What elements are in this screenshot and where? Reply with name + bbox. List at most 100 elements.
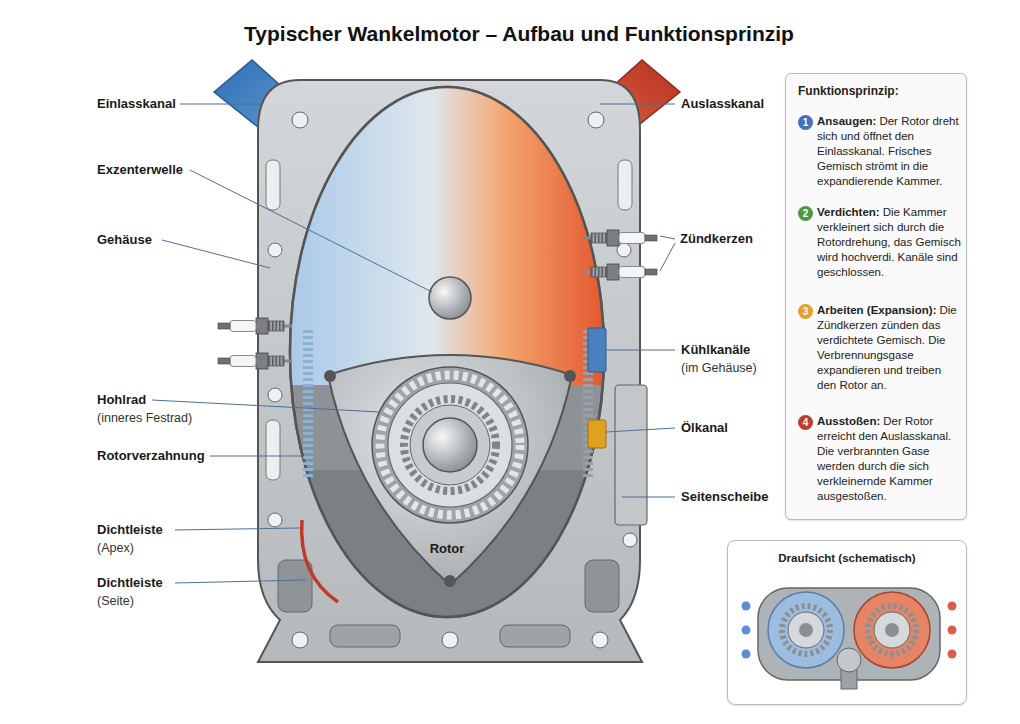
- part-label: Kühlkanäle: [681, 342, 750, 358]
- spark-plug: [583, 264, 657, 280]
- step-number-text: 4: [803, 417, 809, 428]
- text-group: Arbeiten (Expansion):Die Zündkerzen zünd…: [817, 303, 961, 393]
- part-label: Dichtleiste: [97, 522, 163, 538]
- part-label: Zündkerzen: [680, 231, 753, 247]
- top-view-port-dot: [742, 650, 751, 659]
- part-label: Exzenterwelle: [97, 162, 183, 178]
- housing: [330, 625, 400, 647]
- leader-line: [190, 170, 432, 292]
- part-label: Einlasskanal: [97, 96, 176, 112]
- top-view-shaft: [837, 648, 861, 689]
- top-view-intake-rotor: [768, 592, 844, 668]
- text-group: Verdichten:Die Kammer verkleinert sich d…: [817, 205, 961, 280]
- housing: [500, 625, 570, 647]
- gear-set: [388, 383, 512, 507]
- top-view-exhaust-rotor: [854, 592, 930, 668]
- text-group: 3: [798, 304, 813, 319]
- housing: [258, 80, 647, 662]
- housing: [268, 513, 282, 527]
- step-text: Die Zündkerzen zünden das verdichtete Ge…: [817, 304, 957, 391]
- part-note: (im Gehäuse): [681, 360, 757, 376]
- apex-seal: [324, 370, 336, 382]
- housing: [615, 385, 647, 525]
- leader-line: [660, 236, 675, 239]
- oil-channel: [588, 420, 606, 448]
- top-view-port-dot: [948, 650, 957, 659]
- spark-plug: [218, 318, 292, 334]
- step-number: 1: [798, 115, 813, 130]
- part-note: (Seite): [97, 593, 134, 609]
- diagram-title: Typischer Wankelmotor – Aufbau und Funkt…: [18, 22, 1020, 46]
- rotor: [328, 355, 572, 585]
- top-view-intake-rotor: [768, 592, 844, 668]
- step-heading: Arbeiten (Expansion):: [817, 304, 936, 316]
- gear-set: [410, 405, 490, 485]
- top-view-port-dot: [742, 602, 751, 611]
- top-view-port-dot: [742, 602, 957, 659]
- step-number-text: 1: [803, 117, 809, 128]
- housing: [268, 243, 282, 257]
- housing: [592, 632, 608, 648]
- top-view-intake-rotor: [782, 606, 830, 654]
- spark-plug: [583, 230, 657, 246]
- housing: [623, 533, 637, 547]
- leader-line: [175, 580, 306, 583]
- housing: [618, 160, 632, 210]
- inset-panel: Draufsicht (schematisch): [727, 540, 967, 705]
- housing: [278, 560, 312, 612]
- part-label: Rotor: [397, 541, 497, 557]
- part-label: Auslasskanal: [681, 96, 764, 112]
- cooling-channel: [588, 328, 606, 372]
- spark-plug: [218, 230, 657, 369]
- side-seal: [302, 520, 338, 602]
- housing: [266, 420, 280, 480]
- top-view-port-dot: [742, 626, 751, 635]
- gear-set: [372, 367, 528, 523]
- leader-line: [180, 104, 262, 105]
- gear-set: [423, 418, 477, 472]
- top-view-exhaust-rotor: [854, 592, 930, 668]
- top-view-intake-rotor: [799, 623, 813, 637]
- text-group: 1: [798, 115, 813, 130]
- part-note: (Apex): [97, 540, 134, 556]
- top-view-exhaust-rotor: [885, 623, 899, 637]
- panel-heading: Funktionsprinzip:: [798, 84, 899, 98]
- step-number: 3: [798, 304, 813, 319]
- apex-seal: [324, 370, 576, 587]
- step-number: 4: [798, 415, 813, 430]
- combustion-chamber: [288, 85, 608, 620]
- rotor: [328, 355, 572, 585]
- leader-line: [152, 104, 675, 583]
- inset-title: Draufsicht (schematisch): [778, 552, 915, 564]
- top-view-shaft: [837, 648, 861, 672]
- text-group: 4: [798, 415, 813, 430]
- leader-line: [622, 497, 675, 498]
- housing-gear-teeth: [303, 330, 313, 480]
- gear-set: [372, 367, 528, 523]
- top-view-intake-rotor: [788, 612, 824, 648]
- housing: [585, 560, 619, 612]
- spark-plug: [218, 353, 292, 369]
- part-label: Dichtleiste: [97, 575, 163, 591]
- step-number-text: 2: [803, 208, 809, 219]
- top-view-port-dot: [948, 626, 957, 635]
- step-heading: Verdichten:: [817, 206, 880, 218]
- combustion-chamber: [288, 85, 608, 385]
- housing: [442, 632, 458, 648]
- part-note: (inneres Festrad): [97, 410, 192, 426]
- housing: [588, 112, 604, 128]
- top-view-housing: [758, 588, 940, 680]
- combustion-chamber: [290, 87, 604, 617]
- part-label: Ölkanal: [681, 420, 728, 436]
- housing: [292, 632, 308, 648]
- part-label: Gehäuse: [97, 232, 152, 248]
- step-heading: Ausstoßen:: [817, 415, 880, 427]
- eccentric-shaft: [429, 277, 471, 319]
- apex-seal: [444, 575, 456, 587]
- top-view-exhaust-rotor: [874, 612, 910, 648]
- part-label: Seitenscheibe: [681, 489, 768, 505]
- housing: [266, 160, 280, 210]
- eccentric-shaft: [429, 277, 471, 319]
